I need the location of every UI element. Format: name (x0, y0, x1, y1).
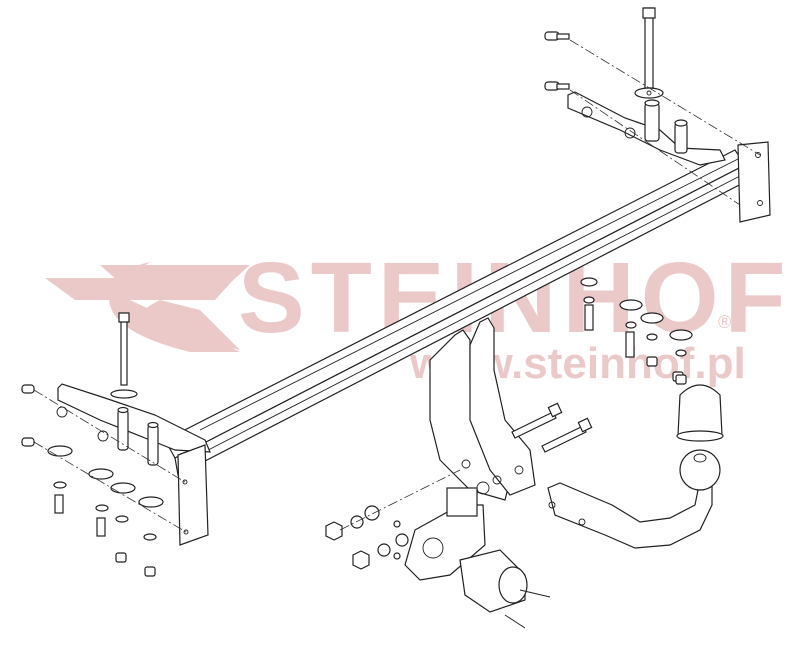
right-bracket (567, 91, 771, 223)
right-bolts (544, 7, 761, 206)
center-right-fasteners (580, 277, 693, 385)
watermark-registered-mark: ® (718, 312, 732, 332)
left-fasteners (21, 312, 187, 577)
electrical-socket (459, 549, 551, 629)
center-hangers (429, 317, 536, 501)
left-bracket (56, 383, 211, 546)
tow-ball-neck (547, 449, 721, 549)
socket-fasteners (325, 469, 461, 570)
hanger-bolts (511, 402, 593, 453)
